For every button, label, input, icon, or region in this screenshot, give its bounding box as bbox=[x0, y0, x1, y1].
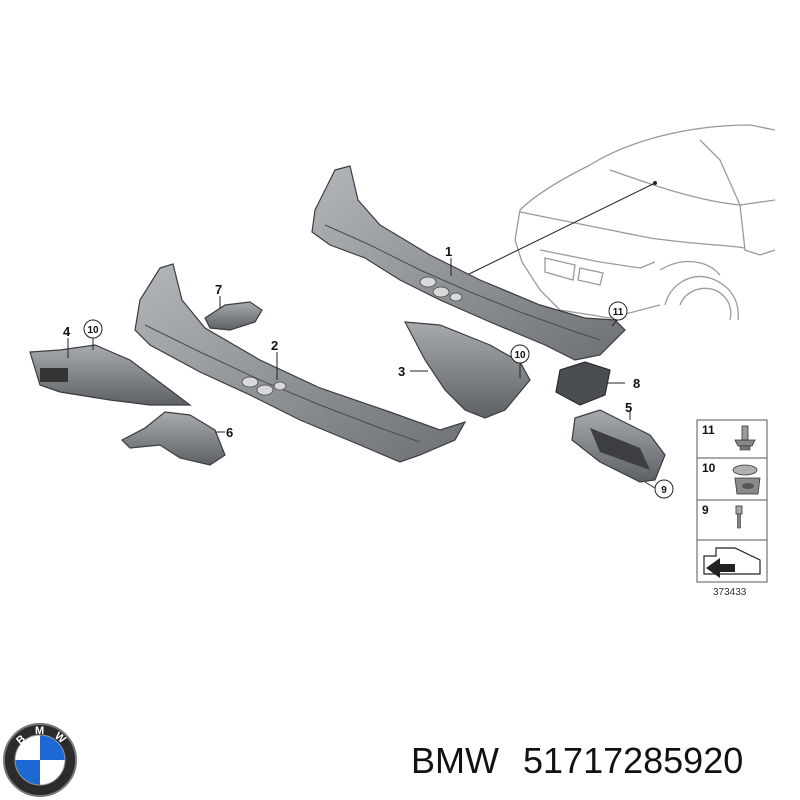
callout-11-circle: 11 bbox=[608, 301, 628, 321]
brand-label: BMW bbox=[411, 740, 499, 781]
callout-8: 8 bbox=[633, 376, 640, 391]
leader-1-to-car bbox=[464, 182, 656, 277]
fastener-legend: 11 10 9 bbox=[696, 419, 768, 583]
callout-10b: 10 bbox=[514, 350, 526, 361]
legend-item-9: 9 bbox=[702, 503, 709, 517]
callout-10a-circle: 10 bbox=[83, 319, 103, 339]
car-outline bbox=[514, 124, 776, 321]
part-3-side-panel bbox=[403, 321, 531, 419]
leader-dot bbox=[653, 181, 657, 185]
part-number: 51717285920 bbox=[523, 740, 743, 781]
legend-item-10: 10 bbox=[702, 461, 716, 475]
callout-2: 2 bbox=[271, 338, 278, 353]
bmw-logo-icon: B M W bbox=[3, 723, 77, 797]
callout-10b-circle: 10 bbox=[510, 344, 530, 364]
logo-letter-m: M bbox=[35, 725, 44, 737]
arrow-icon bbox=[703, 547, 761, 578]
part-2-cowl-panel bbox=[134, 263, 467, 463]
part-4-opening bbox=[40, 368, 68, 382]
push-clip-icon bbox=[734, 425, 756, 451]
part-5-recess bbox=[590, 428, 650, 470]
leader-lines bbox=[67, 258, 656, 489]
diagram-id: 373433 bbox=[713, 587, 747, 598]
part-8-block bbox=[555, 361, 611, 406]
part-4-side-panel bbox=[29, 344, 192, 406]
clip-nut-icon bbox=[732, 464, 761, 495]
part-7-bracket bbox=[204, 301, 263, 331]
part-1-cowl-panel bbox=[311, 165, 626, 361]
part-6-duct bbox=[120, 411, 226, 466]
callout-5: 5 bbox=[625, 400, 632, 415]
legend-item-11: 11 bbox=[702, 423, 715, 437]
callout-3: 3 bbox=[398, 364, 405, 379]
callout-1: 1 bbox=[445, 244, 452, 259]
rivet-icon bbox=[735, 505, 743, 529]
callout-11: 11 bbox=[613, 307, 624, 318]
callout-10a: 10 bbox=[87, 325, 99, 336]
callout-4: 4 bbox=[63, 324, 71, 339]
callout-7: 7 bbox=[215, 282, 222, 297]
callout-9: 9 bbox=[661, 485, 667, 496]
callout-6: 6 bbox=[226, 425, 233, 440]
callout-9-circle: 9 bbox=[654, 479, 674, 499]
